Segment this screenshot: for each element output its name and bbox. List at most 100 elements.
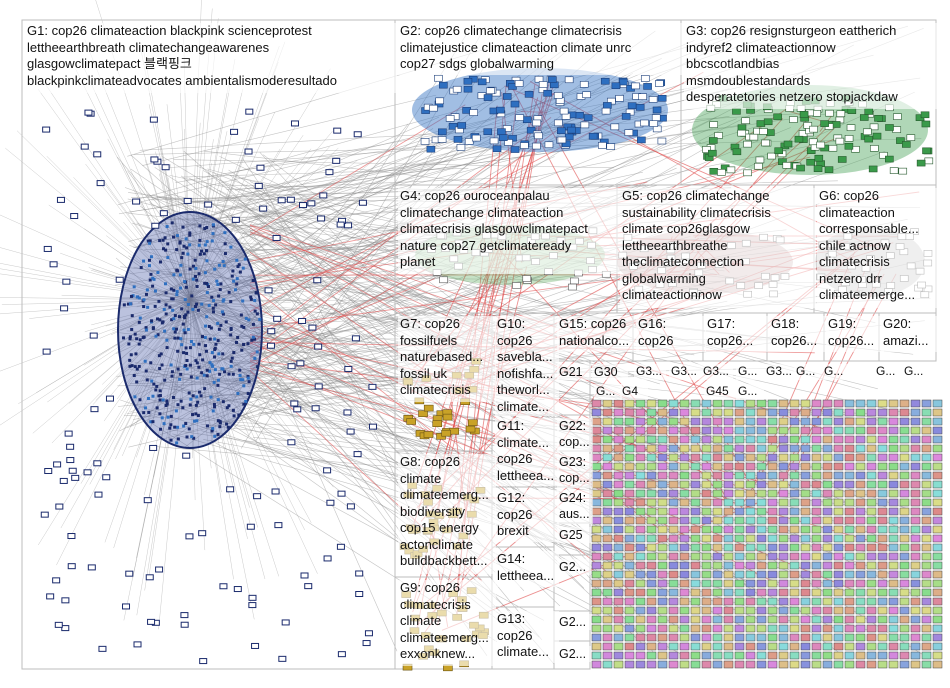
node bbox=[291, 121, 298, 126]
node bbox=[177, 337, 180, 340]
node bbox=[144, 498, 151, 503]
node bbox=[603, 643, 612, 650]
node bbox=[691, 427, 700, 434]
node bbox=[702, 508, 711, 515]
node bbox=[768, 625, 777, 632]
node bbox=[922, 409, 931, 416]
node bbox=[229, 333, 232, 336]
node bbox=[757, 607, 766, 614]
node bbox=[213, 435, 216, 438]
node bbox=[691, 634, 700, 641]
node bbox=[647, 625, 656, 632]
node bbox=[171, 370, 174, 373]
node bbox=[204, 243, 207, 246]
node bbox=[823, 445, 832, 452]
node bbox=[845, 517, 854, 524]
node bbox=[279, 656, 286, 661]
node bbox=[812, 661, 821, 668]
node bbox=[724, 463, 733, 470]
node bbox=[779, 517, 788, 524]
node bbox=[214, 368, 217, 371]
node bbox=[889, 607, 898, 614]
node bbox=[436, 98, 444, 104]
node bbox=[601, 78, 609, 84]
node bbox=[900, 436, 909, 443]
node bbox=[779, 580, 788, 587]
node bbox=[878, 427, 887, 434]
node bbox=[625, 616, 634, 623]
node bbox=[614, 643, 623, 650]
node bbox=[128, 365, 131, 368]
node bbox=[170, 375, 173, 378]
node bbox=[757, 499, 766, 506]
node bbox=[823, 508, 832, 515]
node bbox=[713, 427, 722, 434]
node bbox=[746, 409, 755, 416]
node bbox=[779, 553, 788, 560]
node bbox=[145, 293, 148, 296]
node bbox=[171, 221, 174, 224]
node bbox=[658, 445, 667, 452]
node bbox=[911, 454, 920, 461]
node bbox=[834, 634, 843, 641]
node bbox=[713, 625, 722, 632]
node bbox=[735, 454, 744, 461]
node bbox=[68, 534, 75, 539]
node bbox=[438, 136, 446, 142]
node bbox=[288, 364, 295, 369]
node bbox=[658, 544, 667, 551]
node bbox=[625, 661, 634, 668]
node bbox=[922, 400, 931, 407]
node bbox=[933, 580, 942, 587]
node bbox=[603, 526, 612, 533]
node bbox=[856, 535, 865, 542]
node bbox=[779, 481, 788, 488]
node bbox=[867, 535, 876, 542]
node bbox=[592, 589, 601, 596]
node bbox=[647, 616, 656, 623]
node bbox=[592, 661, 601, 668]
node bbox=[151, 420, 154, 423]
node bbox=[198, 244, 201, 247]
node bbox=[592, 625, 601, 632]
node bbox=[735, 472, 744, 479]
node bbox=[407, 418, 416, 424]
node bbox=[227, 404, 230, 407]
node bbox=[922, 490, 931, 497]
node bbox=[140, 266, 143, 269]
node bbox=[757, 652, 766, 659]
node bbox=[209, 338, 212, 341]
node bbox=[669, 598, 678, 605]
node bbox=[724, 598, 733, 605]
node bbox=[867, 400, 876, 407]
node bbox=[757, 589, 766, 596]
node bbox=[834, 427, 843, 434]
node bbox=[161, 364, 164, 367]
node bbox=[228, 291, 231, 294]
node bbox=[922, 598, 931, 605]
node bbox=[735, 661, 744, 668]
node bbox=[219, 420, 222, 423]
node bbox=[702, 463, 711, 470]
node bbox=[757, 490, 766, 497]
node bbox=[812, 589, 821, 596]
node bbox=[216, 322, 219, 325]
node bbox=[294, 407, 301, 412]
node bbox=[856, 652, 865, 659]
node bbox=[900, 643, 909, 650]
node bbox=[933, 625, 942, 632]
node bbox=[44, 246, 51, 251]
node bbox=[592, 490, 601, 497]
node bbox=[134, 365, 137, 368]
group-label-g15: G15: cop26 nationalco... bbox=[557, 316, 639, 352]
node bbox=[156, 406, 159, 409]
node bbox=[867, 472, 876, 479]
node bbox=[199, 531, 206, 536]
node bbox=[856, 517, 865, 524]
node bbox=[738, 125, 746, 131]
node bbox=[724, 436, 733, 443]
node bbox=[779, 562, 788, 569]
node bbox=[933, 598, 942, 605]
node bbox=[182, 226, 185, 229]
node bbox=[889, 418, 898, 425]
